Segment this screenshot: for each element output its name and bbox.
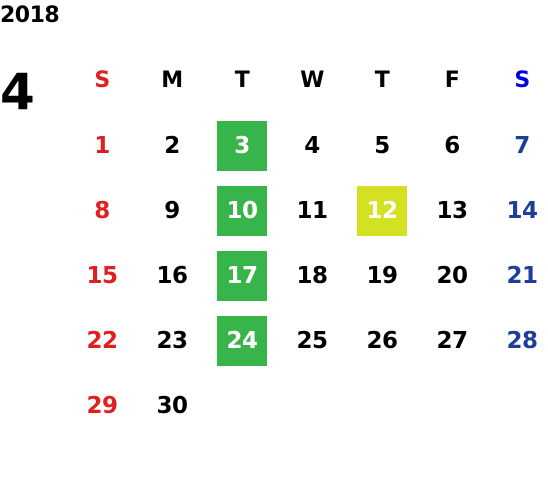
calendar-day-label: 26 bbox=[366, 327, 398, 354]
calendar-day-label: 4 bbox=[304, 132, 320, 159]
calendar-day[interactable]: 10 bbox=[207, 178, 277, 243]
weekday-header: T bbox=[374, 68, 390, 93]
calendar-day-label: 13 bbox=[436, 197, 468, 224]
calendar-day[interactable]: 27 bbox=[417, 308, 487, 373]
calendar-day[interactable]: 14 bbox=[487, 178, 548, 243]
calendar-day-label: 12 bbox=[357, 185, 407, 236]
calendar-day-label: 16 bbox=[156, 262, 188, 289]
calendar-day[interactable]: 22 bbox=[67, 308, 137, 373]
calendar-day-label: 29 bbox=[86, 392, 118, 419]
calendar-day[interactable]: 21 bbox=[487, 243, 548, 308]
weekday-header: M bbox=[161, 68, 183, 93]
calendar-day[interactable]: 13 bbox=[417, 178, 487, 243]
calendar-day[interactable]: 5 bbox=[347, 113, 417, 178]
calendar-day[interactable]: 20 bbox=[417, 243, 487, 308]
calendar-day[interactable]: 9 bbox=[137, 178, 207, 243]
calendar-day-label: 24 bbox=[217, 315, 267, 366]
calendar-day[interactable]: 24 bbox=[207, 308, 277, 373]
calendar-day[interactable]: 26 bbox=[347, 308, 417, 373]
calendar-day-label: 8 bbox=[94, 197, 110, 224]
calendar-day-label: 25 bbox=[296, 327, 328, 354]
calendar-day[interactable]: 18 bbox=[277, 243, 347, 308]
calendar-day[interactable]: 29 bbox=[67, 373, 137, 438]
calendar-day-label: 20 bbox=[436, 262, 468, 289]
calendar-day[interactable]: 16 bbox=[137, 243, 207, 308]
calendar-day-label: 21 bbox=[506, 262, 538, 289]
weekday-header: W bbox=[300, 68, 324, 93]
calendar-day-label: 9 bbox=[164, 197, 180, 224]
calendar-day-label: 15 bbox=[86, 262, 118, 289]
weekday-header: T bbox=[234, 68, 250, 93]
calendar-day-label: 11 bbox=[296, 197, 328, 224]
calendar-day[interactable]: 8 bbox=[67, 178, 137, 243]
calendar-day[interactable]: 12 bbox=[347, 178, 417, 243]
calendar-day[interactable]: 3 bbox=[207, 113, 277, 178]
calendar-day[interactable]: 15 bbox=[67, 243, 137, 308]
calendar-day-label: 19 bbox=[366, 262, 398, 289]
calendar-day[interactable]: 17 bbox=[207, 243, 277, 308]
calendar-day-label: 14 bbox=[506, 197, 538, 224]
calendar-day[interactable]: 28 bbox=[487, 308, 548, 373]
calendar-day[interactable]: 25 bbox=[277, 308, 347, 373]
weekday-header: F bbox=[444, 68, 460, 93]
calendar-day[interactable]: 23 bbox=[137, 308, 207, 373]
calendar-day-label: 23 bbox=[156, 327, 188, 354]
calendar-day-label: 27 bbox=[436, 327, 468, 354]
calendar-day[interactable]: 7 bbox=[487, 113, 548, 178]
calendar-day-label: 30 bbox=[156, 392, 188, 419]
calendar-day-label: 17 bbox=[217, 250, 267, 301]
calendar-day-label: 3 bbox=[217, 120, 267, 171]
calendar-day[interactable]: 2 bbox=[137, 113, 207, 178]
calendar-day-label: 1 bbox=[94, 132, 110, 159]
calendar-day-label: 2 bbox=[164, 132, 180, 159]
calendar-day-label: 6 bbox=[444, 132, 460, 159]
calendar-day-label: 22 bbox=[86, 327, 118, 354]
calendar-day[interactable]: 30 bbox=[137, 373, 207, 438]
weekday-header: S bbox=[94, 68, 110, 93]
calendar-day[interactable]: 19 bbox=[347, 243, 417, 308]
weekday-header: S bbox=[514, 68, 530, 93]
calendar-day[interactable]: 4 bbox=[277, 113, 347, 178]
calendar-day-label: 5 bbox=[374, 132, 390, 159]
calendar-day-label: 10 bbox=[217, 185, 267, 236]
calendar-year: 2018 bbox=[0, 3, 60, 28]
calendar-day-label: 28 bbox=[506, 327, 538, 354]
calendar-day[interactable]: 1 bbox=[67, 113, 137, 178]
calendar-day-label: 7 bbox=[514, 132, 530, 159]
calendar-month: 4 bbox=[0, 63, 35, 121]
calendar-day[interactable]: 6 bbox=[417, 113, 487, 178]
calendar-day-label: 18 bbox=[296, 262, 328, 289]
calendar-day[interactable]: 11 bbox=[277, 178, 347, 243]
